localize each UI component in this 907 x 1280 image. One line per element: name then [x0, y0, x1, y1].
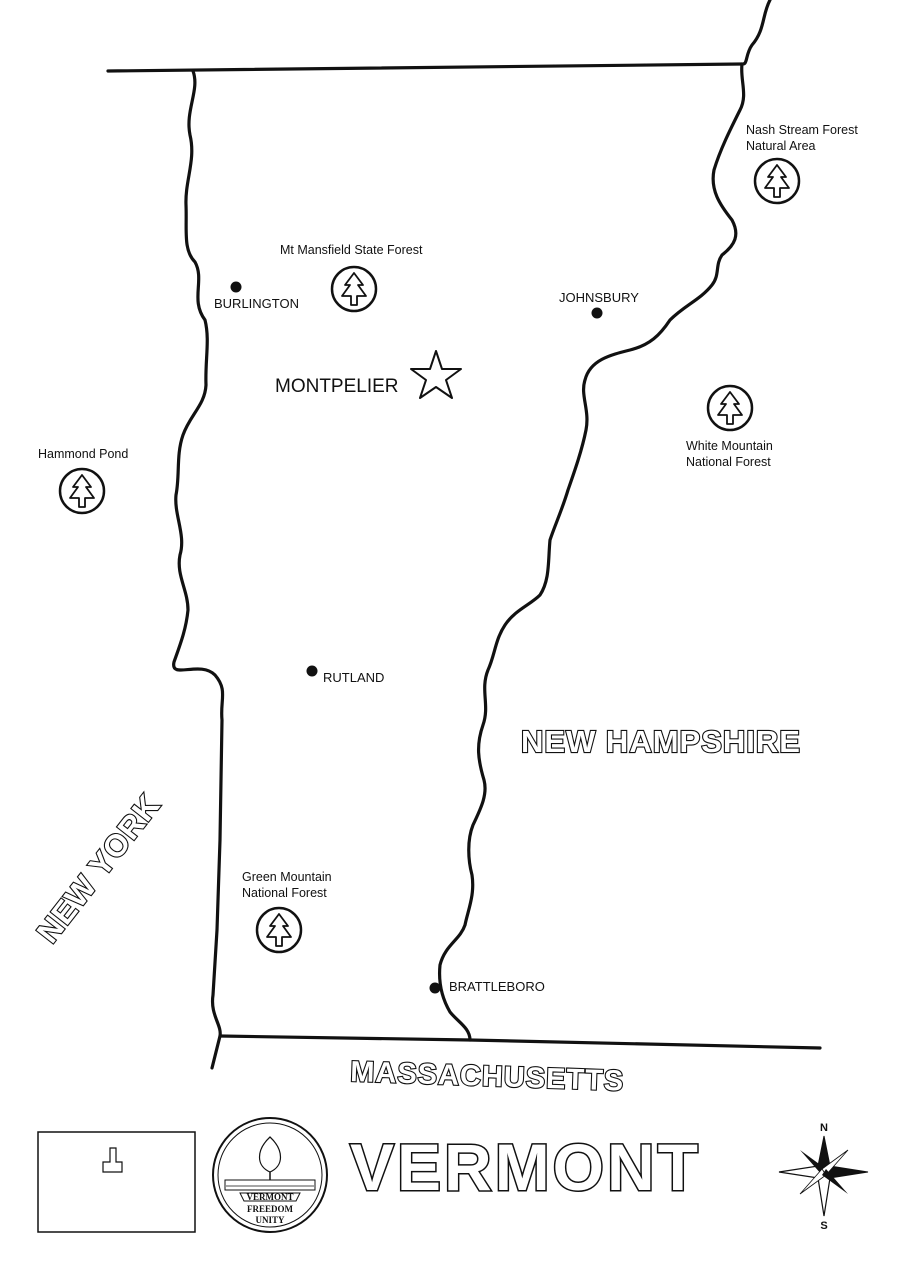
svg-text:FREEDOM: FREEDOM	[247, 1204, 294, 1214]
svg-text:BRATTLEBORO: BRATTLEBORO	[449, 979, 545, 994]
park-nash-stream: Nash Stream Forest Natural Area	[746, 123, 858, 205]
map-title: VERMONT	[350, 1130, 701, 1204]
svg-text:Nash Stream Forest: Nash Stream Forest	[746, 123, 858, 137]
svg-text:RUTLAND: RUTLAND	[323, 670, 384, 685]
svg-text:BURLINGTON: BURLINGTON	[214, 296, 299, 311]
city-johnsbury: JOHNSBURY	[559, 290, 639, 319]
svg-text:N: N	[820, 1122, 828, 1134]
star-icon	[410, 350, 462, 399]
city-rutland: RUTLAND	[306, 665, 384, 685]
svg-text:White Mountain: White Mountain	[686, 439, 773, 453]
svg-text:VERMONT: VERMONT	[247, 1192, 294, 1202]
label-new-york: NEW YORK	[30, 788, 167, 950]
label-massachusetts: MASSACHUSETTS	[350, 1056, 625, 1098]
compass-rose-icon: N S	[778, 1122, 869, 1232]
svg-text:Natural Area: Natural Area	[746, 139, 816, 153]
park-white-mountain: White Mountain National Forest	[686, 384, 773, 469]
tree-icon	[58, 467, 106, 515]
northern-border	[106, 62, 744, 73]
tree-icon	[255, 906, 303, 954]
svg-text:Green Mountain: Green Mountain	[242, 870, 332, 884]
svg-text:Mt Mansfield State Forest: Mt Mansfield State Forest	[280, 243, 423, 257]
capital-montpelier: MONTPELIER	[275, 350, 462, 399]
city-brattleboro: BRATTLEBORO	[429, 979, 545, 994]
svg-text:National Forest: National Forest	[686, 455, 771, 469]
tree-icon	[706, 384, 754, 432]
city-burlington: BURLINGTON	[214, 281, 299, 311]
western-border	[172, 69, 225, 1070]
label-new-hampshire: NEW HAMPSHIRE	[521, 724, 801, 759]
svg-text:MONTPELIER: MONTPELIER	[275, 376, 399, 397]
svg-text:National Forest: National Forest	[242, 886, 327, 900]
eastern-border	[437, 0, 772, 1042]
svg-text:Hammond Pond: Hammond Pond	[38, 447, 128, 461]
tree-icon	[330, 265, 378, 313]
tree-icon	[753, 157, 801, 205]
svg-text:S: S	[820, 1220, 827, 1232]
state-flag-icon	[37, 1131, 196, 1233]
southern-border	[218, 1034, 822, 1050]
park-mt-mansfield: Mt Mansfield State Forest	[280, 243, 423, 313]
svg-text:UNITY: UNITY	[255, 1215, 285, 1225]
park-hammond-pond: Hammond Pond	[38, 447, 128, 515]
svg-text:JOHNSBURY: JOHNSBURY	[559, 290, 639, 305]
state-seal-icon: VERMONT FREEDOM UNITY	[212, 1117, 328, 1233]
park-green-mountain: Green Mountain National Forest	[242, 870, 332, 954]
